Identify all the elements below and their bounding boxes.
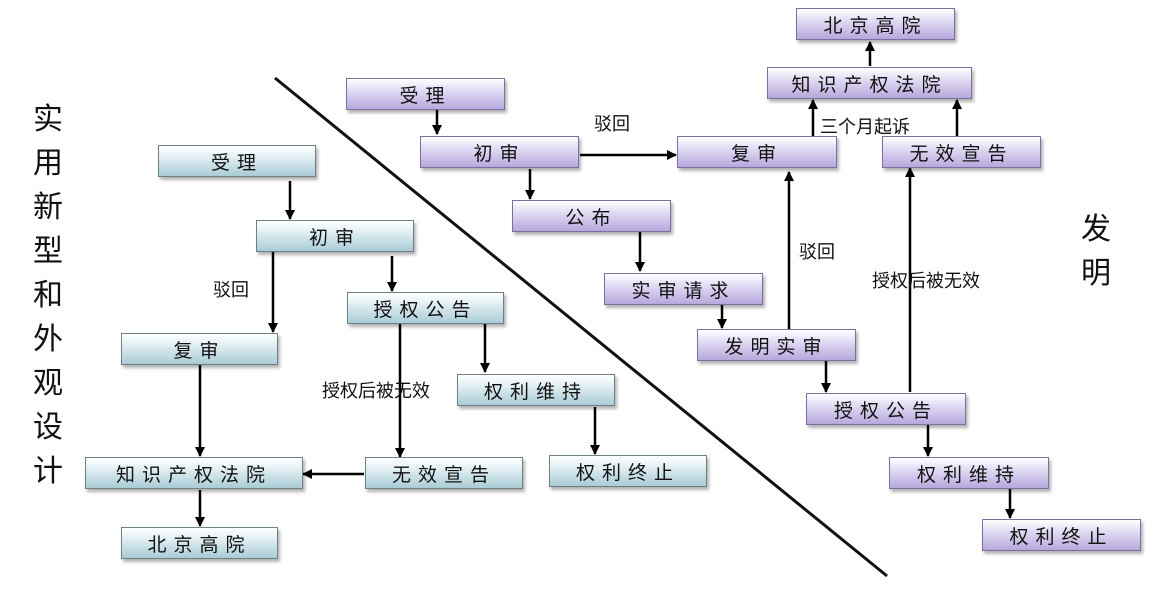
utility-terminate-box: 权利终止 xyxy=(549,455,707,487)
invention-invalid-after-label: 授权后被无效 xyxy=(872,271,980,292)
invention-substantive-box: 发明实审 xyxy=(697,329,856,361)
invention-reexam-box: 复审 xyxy=(677,136,837,168)
diagonal-divider xyxy=(274,76,888,578)
invention-reject-mid-label: 驳回 xyxy=(799,242,835,263)
invention-prelim-box: 初审 xyxy=(420,136,579,168)
invention-grant-box: 授权公告 xyxy=(806,393,966,425)
invention-three-months-label: 三个月起诉 xyxy=(820,117,910,138)
invention-reject-top-label: 驳回 xyxy=(594,114,630,135)
invention-maintain-box: 权利维持 xyxy=(889,457,1049,489)
invention-accept-box: 受理 xyxy=(346,78,505,110)
invention-high-court-box: 北京高院 xyxy=(796,8,955,40)
invention-exam-request-box: 实审请求 xyxy=(604,273,763,305)
utility-reject-label: 驳回 xyxy=(213,280,249,301)
utility-reexam-box: 复审 xyxy=(121,333,278,365)
utility-section-title: 实用新型和外观设计 xyxy=(33,102,63,489)
utility-invalid-box: 无效宣告 xyxy=(365,457,523,489)
utility-high-court-box: 北京高院 xyxy=(121,527,278,559)
utility-invalid-after-label: 授权后被无效 xyxy=(322,381,430,402)
invention-publish-box: 公布 xyxy=(512,200,671,232)
invention-terminate-box: 权利终止 xyxy=(982,519,1141,551)
utility-prelim-box: 初审 xyxy=(256,220,414,252)
utility-accept-box: 受理 xyxy=(158,145,316,177)
utility-maintain-box: 权利维持 xyxy=(457,374,615,406)
invention-section-title: 发明 xyxy=(1081,212,1111,291)
utility-ip-court-box: 知识产权法院 xyxy=(85,457,303,489)
utility-grant-box: 授权公告 xyxy=(347,292,504,324)
invention-invalid-box: 无效宣告 xyxy=(882,136,1041,168)
invention-ip-court-box: 知识产权法院 xyxy=(767,67,972,99)
